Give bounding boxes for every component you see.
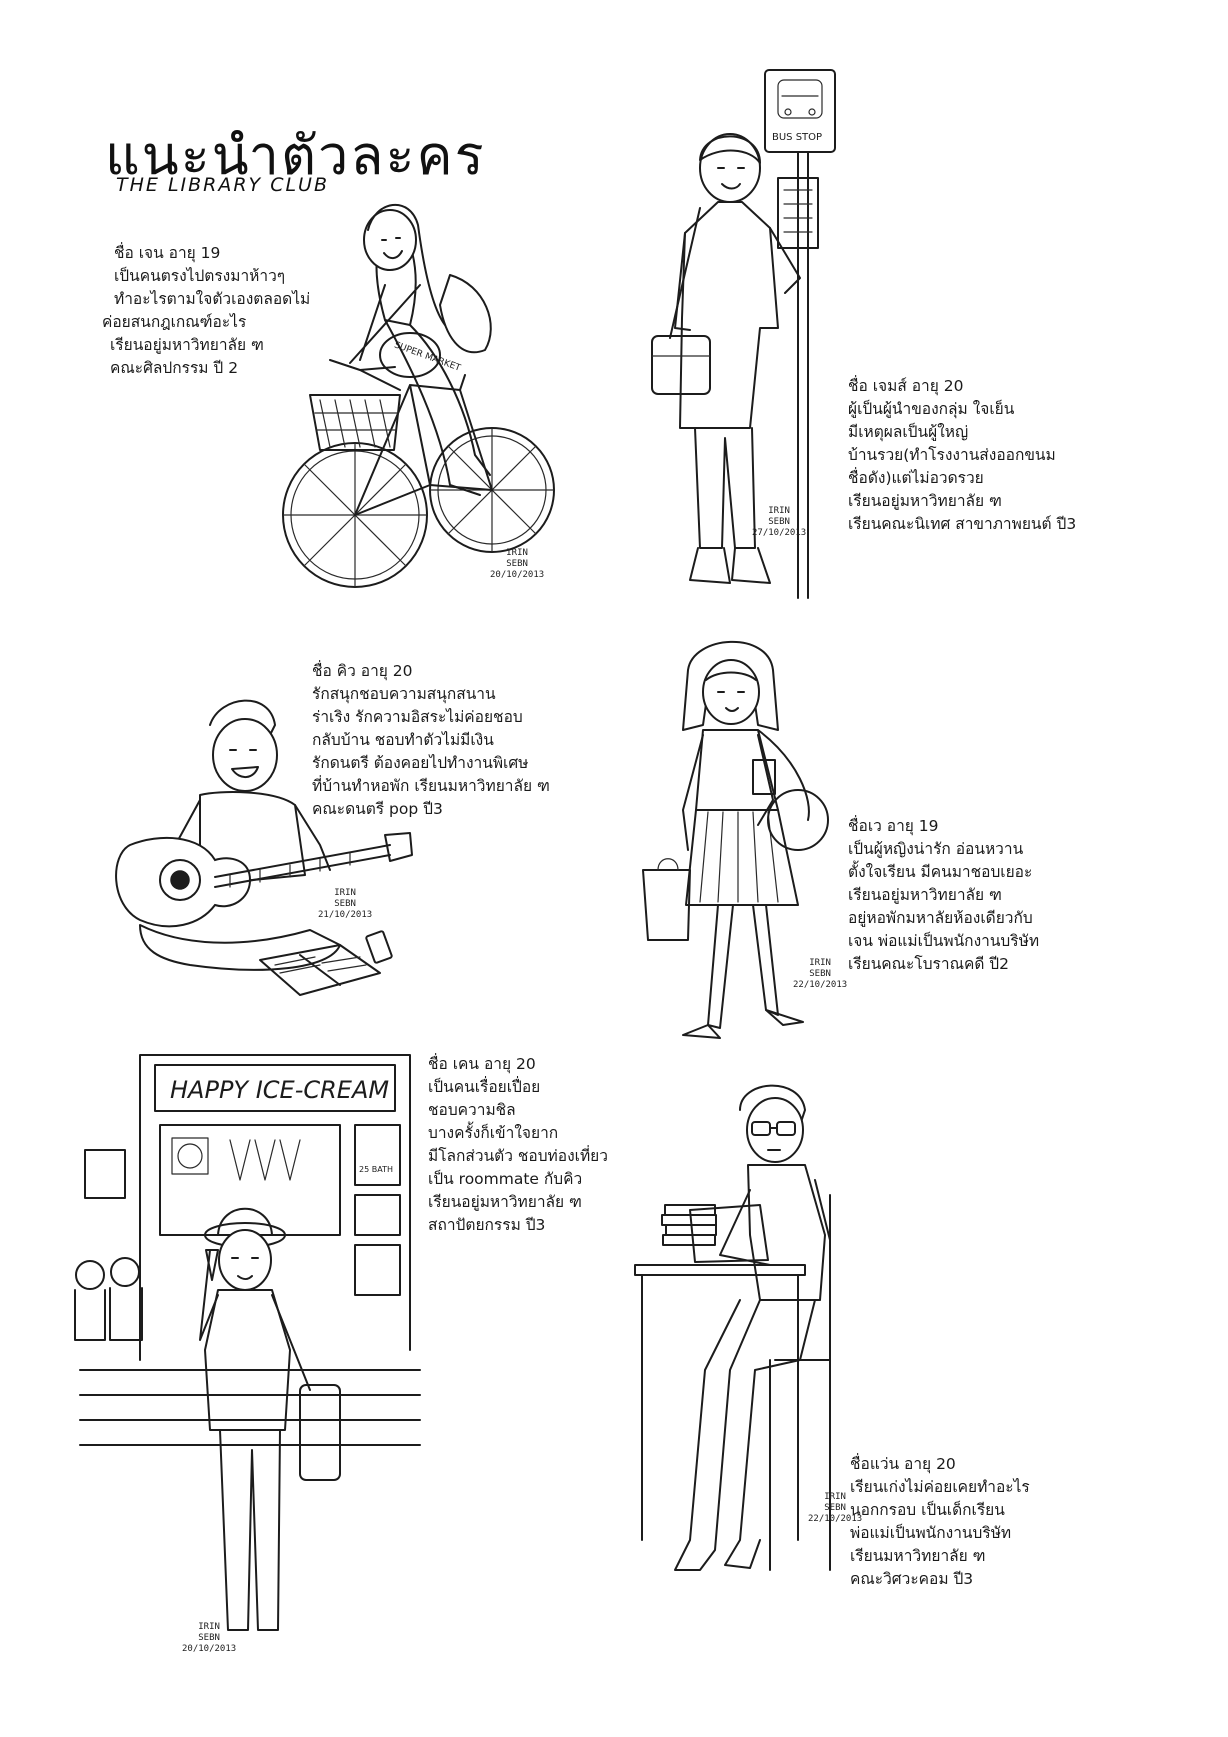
- bio-line: ผู้เป็นผู้นำของกลุ่ม ใจเย็น: [848, 400, 1015, 418]
- bio-line: เรียนมหาวิทยาลัย ฑ: [850, 1547, 986, 1565]
- bio-line: เรียนอยู่มหาวิทยาลัย ฑ: [428, 1193, 582, 1211]
- illustration-ken-ice-cream-shop: HAPPY ICE-CREAM 25 BATH: [80, 1050, 420, 1650]
- illustration-waen-laptop-desk: [630, 1070, 880, 1590]
- signature-line: 22/10/2013: [793, 980, 848, 990]
- character-bio-waen: ชื่อแว่น อายุ 20 เรียนเก่งไม่ค่อยเคยทำอะ…: [840, 1453, 1030, 1591]
- bio-line: รักดนตรี ต้องคอยไปทำงานพิเศษ: [312, 754, 529, 772]
- bio-line: ค่อยสนกฎเกณฑ์อะไร: [102, 313, 247, 331]
- bio-line: คณะวิศวะคอม ปี3: [850, 1570, 974, 1588]
- signature-james: IRIN SEBN 27/10/2013: [752, 506, 806, 539]
- bio-line: ที่บ้านทำหอพัก เรียนมหาวิทยาลัย ฑ: [312, 777, 550, 795]
- illustration-jane-bicycle: SUPER MARKET: [290, 185, 560, 625]
- bio-line: คณะดนตรี pop ปี3: [312, 800, 443, 818]
- bio-line: ร่าเริง รักความอิสระไม่ค่อยชอบ: [312, 708, 523, 726]
- signature-line: SEBN: [824, 1503, 846, 1513]
- character-bio-wave: ชื่อเว อายุ 19 เป็นผู้หญิงน่ารัก อ่อนหวา…: [840, 815, 1039, 976]
- illustration-wave-walking: [648, 630, 848, 1050]
- signature-line: 20/10/2013: [490, 570, 545, 580]
- signature-line: 21/10/2013: [318, 910, 373, 920]
- character-bio-kiew: ชื่อ คิว อายุ 20 รักสนุกชอบความสนุกสนาน …: [312, 660, 550, 821]
- signature-wave: IRIN SEBN 22/10/2013: [793, 958, 847, 991]
- bio-line: มีเหตุผลเป็นผู้ใหญ่: [848, 423, 969, 441]
- price-tag: 25 BATH: [359, 1165, 393, 1174]
- signature-kiew: IRIN SEBN 21/10/2013: [318, 888, 372, 921]
- page-subtitle: THE LIBRARY CLUB: [116, 174, 330, 196]
- illustration-kiew-guitar: [100, 695, 420, 1025]
- bio-line: ชอบความชิล: [428, 1101, 516, 1119]
- bio-line: เจน พ่อแม่เป็นพนักงานบริษัท: [848, 932, 1040, 950]
- bio-line: เป็นคนเรื่อยเปื่อย: [428, 1078, 541, 1096]
- bio-line: ตั้งใจเรียน มีคนมาชอบเยอะ: [848, 863, 1033, 881]
- bio-line: ชื่อแว่น อายุ 20: [850, 1455, 956, 1473]
- bio-line: เรียนคณะโบราณคดี ปี2: [848, 955, 1010, 973]
- bio-line: เรียนอยู่มหาวิทยาลัย ฑ: [848, 492, 1002, 510]
- bio-line: เป็น roommate กับคิว: [428, 1170, 583, 1188]
- bio-line: เป็นคนตรงไปตรงมาห้าวๆ: [114, 267, 286, 285]
- signature-line: SEBN: [506, 559, 528, 569]
- signature-line: SEBN: [334, 899, 356, 909]
- bus-stop-sign-text: BUS STOP: [772, 132, 822, 143]
- bio-line: เรียนเก่งไม่ค่อยเคยทำอะไร: [850, 1478, 1030, 1496]
- signature-line: IRIN: [824, 1492, 846, 1502]
- bio-line: บางครั้งก็เข้าใจยาก: [428, 1124, 559, 1142]
- page-title: แนะนำตัวละคร: [105, 124, 486, 187]
- bio-line: ทำอะไรตามใจตัวเองตลอดไม่: [114, 290, 311, 308]
- character-bio-james: ชื่อ เจมส์ อายุ 20 ผู้เป็นผู้นำของกลุ่ม …: [840, 375, 1076, 536]
- signature-line: IRIN: [506, 548, 528, 558]
- shop-sign: HAPPY ICE-CREAM: [170, 1076, 389, 1104]
- character-bio-jane: ชื่อ เจน อายุ 19 เป็นคนตรงไปตรงมาห้าวๆ ท…: [102, 242, 311, 380]
- signature-line: SEBN: [198, 1633, 220, 1643]
- bio-line: นอกกรอบ เป็นเด็กเรียน: [850, 1501, 1005, 1519]
- bio-line: สถาปัตยกรรม ปี3: [428, 1216, 546, 1234]
- bio-line: ชื่อดัง)แต่ไม่อวดรวย: [848, 469, 984, 487]
- bio-line: กลับบ้าน ชอบทำตัวไม่มีเงิน: [312, 731, 494, 749]
- signature-line: 22/10/2013: [808, 1514, 863, 1524]
- signature-line: IRIN: [768, 506, 790, 516]
- signature-line: IRIN: [809, 958, 831, 968]
- signature-jane: IRIN SEBN 20/10/2013: [490, 548, 544, 581]
- character-bio-ken: ชื่อ เคน อายุ 20 เป็นคนเรื่อยเปื่อย ชอบค…: [420, 1053, 608, 1237]
- bio-line: เป็นผู้หญิงน่ารัก อ่อนหวาน: [848, 840, 1024, 858]
- bio-line: พ่อแม่เป็นพนักงานบริษัท: [850, 1524, 1012, 1542]
- bio-line: ชื่อเว อายุ 19: [848, 817, 939, 835]
- signature-line: 20/10/2013: [182, 1644, 237, 1654]
- bio-line: รักสนุกชอบความสนุกสนาน: [312, 685, 496, 703]
- signature-waen: IRIN SEBN 22/10/2013: [808, 1492, 862, 1525]
- signature-line: IRIN: [198, 1622, 220, 1632]
- signature-line: 27/10/2013: [752, 528, 807, 538]
- bio-line: ชื่อ เจมส์ อายุ 20: [848, 377, 964, 395]
- bio-line: เรียนอยู่มหาวิทยาลัย ฑ: [110, 336, 264, 354]
- bio-line: เรียนอยู่มหาวิทยาลัย ฑ: [848, 886, 1002, 904]
- bio-line: มีโลกส่วนตัว ชอบท่องเที่ยว: [428, 1147, 608, 1165]
- bio-line: คณะศิลปกรรม ปี 2: [110, 359, 239, 377]
- bio-line: อยู่หอพักมหาลัยห้องเดียวกับ: [848, 909, 1033, 927]
- bio-line: บ้านรวย(ทำโรงงานส่งออกขนม: [848, 446, 1056, 464]
- bio-line: เรียนคณะนิเทศ สาขาภาพยนต์ ปี3: [848, 515, 1077, 533]
- signature-line: SEBN: [768, 517, 790, 527]
- signature-line: IRIN: [334, 888, 356, 898]
- bio-line: ชื่อ เจน อายุ 19: [114, 244, 221, 262]
- illustration-james-bus-stop: BUS STOP: [660, 68, 870, 608]
- signature-line: SEBN: [809, 969, 831, 979]
- signature-ken: IRIN SEBN 20/10/2013: [182, 1622, 236, 1655]
- bio-line: ชื่อ คิว อายุ 20: [312, 662, 413, 680]
- bio-line: ชื่อ เคน อายุ 20: [428, 1055, 536, 1073]
